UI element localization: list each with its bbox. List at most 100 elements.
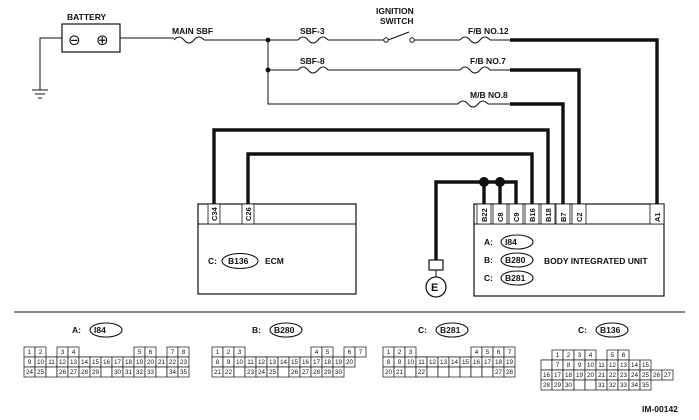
connector-cell-label: 26 (59, 369, 67, 376)
biu-pin-cell (555, 203, 571, 225)
connector-cell-label: 30 (565, 382, 573, 389)
connector-cell-label: 12 (258, 359, 266, 366)
biu-pin-label: B16 (528, 208, 537, 222)
connector-cell-label: 10 (37, 359, 45, 366)
ecm-connector-prefix: C: (208, 256, 217, 266)
connector-cell-label: 33 (620, 382, 628, 389)
connector-cell-label: 3 (238, 349, 242, 356)
connector-view-prefix: C: (578, 325, 587, 335)
connector-cell (332, 366, 345, 378)
connector-cell-label: 20 (385, 369, 393, 376)
connector-cell-label: 22 (225, 369, 233, 376)
connector-cell-label: 1 (556, 352, 560, 359)
connector-cell-label: 1 (28, 349, 32, 356)
connector-empty-cell (459, 366, 472, 378)
connector-cell-label: 5 (326, 349, 330, 356)
connector-cell-label: 10 (407, 359, 415, 366)
mb8-fuse-icon (457, 100, 489, 108)
connector-cell-label: 11 (48, 359, 55, 366)
connector-cell-label: 17 (313, 359, 321, 366)
connector-cell-label: 33 (147, 369, 155, 376)
connector-cell-label: 4 (475, 349, 479, 356)
sbf8-label: SBF-8 (300, 56, 325, 66)
connector-view-oval (89, 322, 123, 338)
mb8-label: M/B NO.8 (470, 90, 508, 100)
biu-pin-cell (540, 203, 556, 225)
connector-view-prefix: C: (418, 325, 427, 335)
connector-cell-label: 20 (346, 359, 354, 366)
connector-cell-label: 9 (398, 359, 402, 366)
battery-ground-icon (32, 89, 48, 99)
ecm-pin-label: C34 (210, 206, 219, 221)
connector-view-oval (269, 322, 303, 338)
biu-label: BODY INTEGRATED UNIT (544, 256, 648, 266)
connector-cell-label: 17 (554, 372, 562, 379)
biu-connector-oval (500, 270, 534, 286)
connector-cell-label: 18 (324, 359, 332, 366)
biu-pin-label: C9 (512, 212, 521, 222)
connector-cell-label: 4 (72, 349, 76, 356)
ecm-label: ECM (265, 256, 284, 266)
connector-cell (177, 366, 190, 378)
ecm-pin-cell (241, 203, 255, 225)
biu-connector-name: B280 (505, 255, 526, 265)
connector-cell-label: 28 (81, 369, 89, 376)
connector-cell-label: 13 (70, 359, 78, 366)
connector-cell-label: 27 (664, 372, 672, 379)
connector-cell (503, 366, 516, 378)
connector-view-prefix: A: (72, 325, 81, 335)
connector-cell-label: 6 (497, 349, 501, 356)
ignition-label-2: SWITCH (380, 16, 414, 26)
wire-c26-to-b16 (246, 152, 534, 204)
sbf3-label: SBF-3 (300, 26, 325, 36)
connector-cell-label: 21 (396, 369, 404, 376)
connector-cell-label: 8 (567, 362, 571, 369)
connector-cell-label: 9 (28, 359, 32, 366)
branch-wire-mb8 (267, 40, 458, 105)
biu-pin-cell (649, 203, 665, 225)
wire-fb7-to-c2 (510, 68, 581, 204)
connector-cell-label: 27 (302, 369, 310, 376)
biu-pin-cell (492, 203, 508, 225)
connector-cell-label: 25 (642, 372, 650, 379)
connector-cell-label: 10 (236, 359, 244, 366)
splice-dot (479, 177, 489, 187)
connector-empty-cell (100, 366, 113, 378)
fb12-label: F/B NO.12 (468, 26, 509, 36)
connector-cell-label: 22 (169, 359, 177, 366)
connector-view-name: B281 (440, 325, 461, 335)
connector-cell-label: 5 (138, 349, 142, 356)
biu-pin-label: C2 (575, 212, 584, 222)
connector-cell-label: 25 (269, 369, 277, 376)
connector-cell-label: 3 (578, 352, 582, 359)
connector-cell-label: 4 (589, 352, 593, 359)
connector-empty-cell (45, 366, 58, 378)
connector-cell-label: 2 (567, 352, 571, 359)
connector-cell-label: 24 (631, 372, 639, 379)
connector-cell-label: 17 (114, 359, 122, 366)
battery-ground-wire (39, 37, 62, 90)
connector-cell-label: 19 (506, 359, 514, 366)
connector-cell-label: 32 (136, 369, 144, 376)
connector-cell-label: 2 (39, 349, 43, 356)
ecm-connector-name: B136 (228, 256, 249, 266)
connector-empty-cell (470, 366, 483, 378)
biu-pin-label: A1 (653, 212, 662, 222)
connector-cell-label: 25 (37, 369, 45, 376)
connector-cell-label: 23 (620, 372, 628, 379)
connector-cell-label: 31 (598, 382, 606, 389)
connector-cell-label: 15 (462, 359, 470, 366)
wire-mb8-to-b7 (510, 102, 565, 204)
connector-cell-label: 21 (214, 369, 222, 376)
connector-cell-label: 24 (258, 369, 266, 376)
biu-pin-cell (571, 203, 587, 225)
connector-cell-label: 32 (609, 382, 617, 389)
connector-cell-label: 35 (180, 369, 188, 376)
connector-cell-label: 12 (59, 359, 67, 366)
main-sbf-label: MAIN SBF (172, 26, 213, 36)
